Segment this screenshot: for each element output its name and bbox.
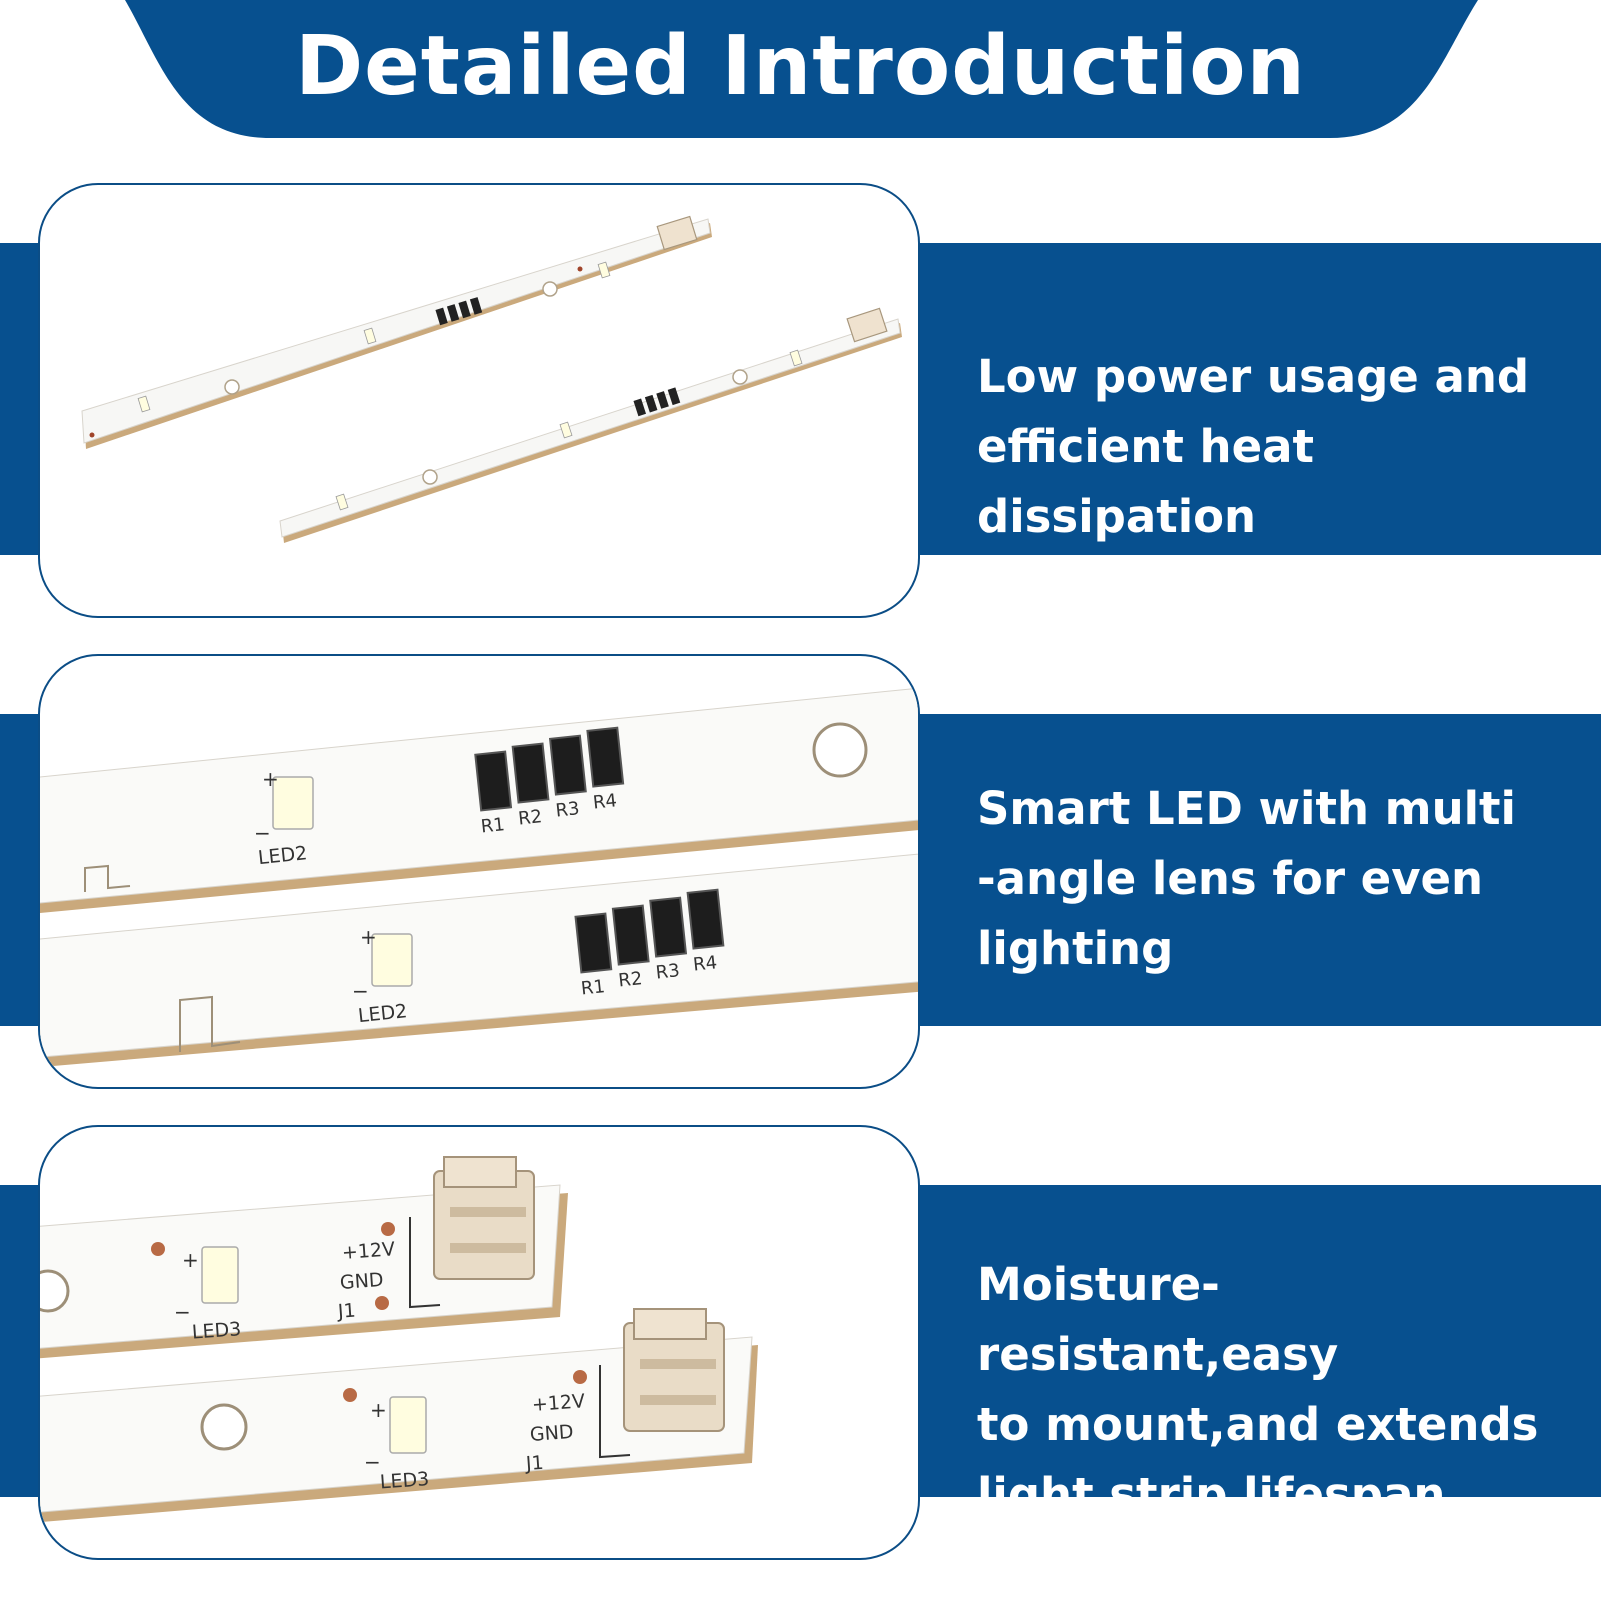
feature-text-line: light strip lifespan	[977, 1468, 1446, 1521]
closeup-strip-top: + − LED2 R1 R2 R3 R4	[40, 687, 918, 914]
gnd-label: GND	[529, 1421, 574, 1446]
j1-label: J1	[336, 1300, 356, 1323]
r1-label: R1	[580, 976, 606, 999]
r3-label: R3	[555, 798, 581, 821]
v12-label: +12V	[531, 1390, 586, 1416]
led-chip	[272, 776, 314, 830]
r2-label: R2	[517, 806, 543, 829]
product-image-card-2: + − LED2 R1 R2 R3 R4 + − LED2	[38, 654, 920, 1089]
page-title: Detailed Introduction	[295, 19, 1306, 114]
feature-text-line: Moisture-resistant,easy	[977, 1258, 1339, 1381]
r1-label: R1	[480, 814, 506, 837]
led-strip-top	[81, 215, 712, 449]
feature-text-line: Smart LED with multi	[977, 782, 1516, 835]
connector-plug	[623, 1308, 725, 1432]
led-plus-label: +	[360, 925, 377, 949]
led3-label: LED3	[379, 1468, 430, 1493]
header-banner: Detailed Introduction	[0, 0, 1601, 142]
led-strip-resistor-closeup: + − LED2 R1 R2 R3 R4 + − LED2	[40, 687, 918, 1068]
feature-text-line: Low power usage and	[977, 350, 1530, 403]
connector-strip-bottom: + − LED3 +12V GND J1	[40, 1308, 758, 1523]
led2-label: LED2	[357, 1000, 408, 1027]
closeup-strip-bottom: + − LED2 R1 R2 R3 R4	[40, 853, 918, 1068]
header-tab-shape	[125, 0, 1478, 138]
led-plus-label: +	[182, 1248, 199, 1272]
feature-text-1: Low power usage and efficient heat dissi…	[977, 342, 1577, 552]
product-image-card-1	[38, 183, 920, 618]
led-minus-label: −	[174, 1300, 191, 1324]
led-strip-bottom	[279, 307, 902, 543]
led-plus-label: +	[370, 1398, 387, 1422]
led3-label: LED3	[191, 1318, 242, 1343]
gnd-label: GND	[339, 1269, 384, 1294]
r4-label: R4	[692, 952, 718, 975]
led-chip	[201, 1246, 239, 1304]
connector-strip-top: + − LED3 +12V GND J1	[40, 1156, 568, 1359]
feature-text-2: Smart LED with multi -angle lens for eve…	[977, 774, 1577, 984]
feature-text-line: -angle lens for even	[977, 852, 1484, 905]
r4-label: R4	[592, 790, 618, 813]
feature-text-line: efficient heat dissipation	[977, 420, 1314, 543]
feature-text-3: Moisture-resistant,easy to mount,and ext…	[977, 1250, 1577, 1530]
connector-plug	[433, 1156, 535, 1280]
v12-label: +12V	[341, 1238, 396, 1264]
led-strip-connector-closeup: + − LED3 +12V GND J1 + − LED3 +12V	[40, 1156, 758, 1523]
resistor-group: R1 R2 R3 R4	[474, 726, 625, 837]
led-minus-label: −	[352, 979, 369, 1003]
resistor-group: R1 R2 R3 R4	[574, 888, 725, 999]
led-plus-label: +	[262, 767, 279, 791]
product-image-card-3: + − LED3 +12V GND J1 + − LED3 +12V	[38, 1125, 920, 1560]
feature-text-line: to mount,and extends	[977, 1398, 1539, 1451]
feature-text-line: lighting	[977, 922, 1174, 975]
r3-label: R3	[655, 960, 681, 983]
led-strip-full-illustration	[81, 215, 902, 543]
led-chip	[389, 1396, 427, 1454]
led-minus-label: −	[364, 1450, 381, 1474]
r2-label: R2	[617, 968, 643, 991]
led-chip	[371, 933, 413, 987]
led-minus-label: −	[254, 821, 271, 845]
j1-label: J1	[524, 1452, 544, 1475]
led2-label: LED2	[257, 842, 308, 869]
